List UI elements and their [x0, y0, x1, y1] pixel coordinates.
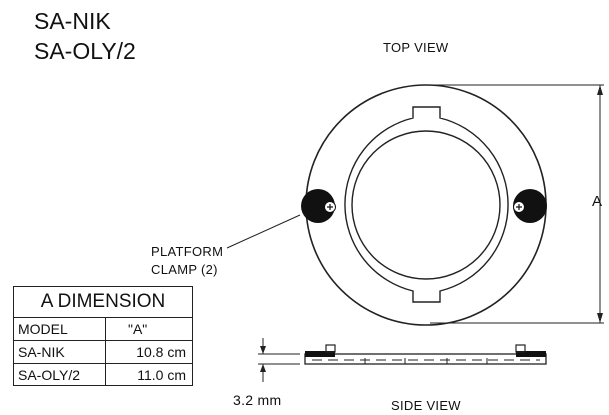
model-title-1: SA-NIK [34, 8, 111, 34]
header-model: MODEL [14, 318, 106, 340]
thickness-label: 3.2 mm [233, 392, 282, 408]
dimension-table: A DIMENSION MODEL "A" SA-NIK 10.8 cm SA-… [13, 286, 193, 386]
table-row: SA-OLY/2 11.0 cm [14, 364, 192, 386]
center-opening [351, 130, 501, 280]
left-clamp [301, 189, 335, 223]
callout-line2: CLAMP (2) [151, 262, 218, 277]
header-a: "A" [128, 321, 148, 337]
dimension-a-label: A [592, 193, 603, 210]
table-title: A DIMENSION [14, 287, 192, 318]
table-row: SA-NIK 10.8 cm [14, 341, 192, 364]
row-model: SA-OLY/2 [14, 364, 106, 386]
side-view-body [304, 353, 547, 365]
callout-leader [226, 214, 301, 249]
right-clamp [513, 189, 547, 223]
outer-ring [305, 84, 547, 326]
table-header-row: MODEL "A" [14, 318, 192, 341]
row-value: 10.8 cm [136, 344, 186, 360]
side-view-label: SIDE VIEW [391, 398, 461, 413]
top-view-label: TOP VIEW [383, 40, 449, 55]
row-value: 11.0 cm [137, 367, 186, 383]
inner-ring [344, 106, 509, 303]
callout-line1: PLATFORM [151, 244, 224, 259]
row-model: SA-NIK [14, 341, 106, 363]
model-title-2: SA-OLY/2 [34, 38, 136, 64]
